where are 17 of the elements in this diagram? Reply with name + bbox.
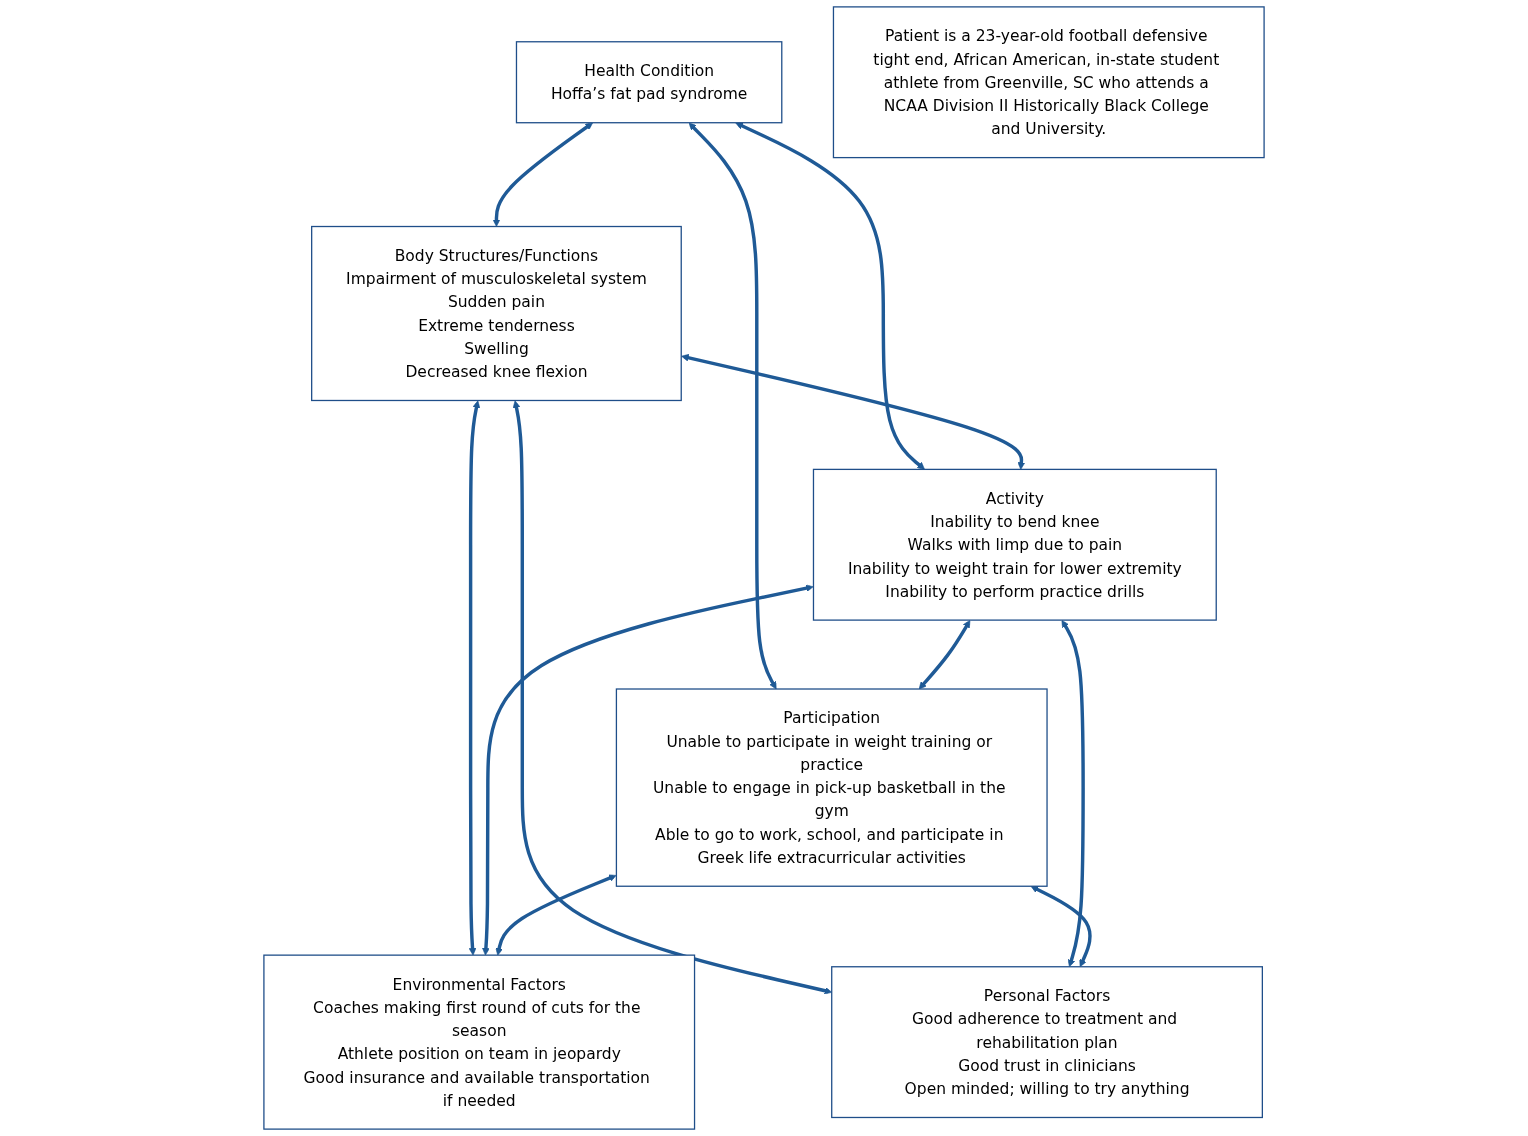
arrow — [468, 400, 481, 956]
arrow — [1061, 620, 1085, 968]
node-box: Participation Unable to participate in weight training or practice Unable to engage in pick-up basketball in the gym Able to go to work, school, and participate in Greek life extracurricular activities — [615, 688, 1048, 887]
arrow — [1030, 886, 1092, 968]
node-box: Health Condition Hoffa’s fat pad syndrome — [515, 41, 783, 124]
arrow — [482, 584, 814, 956]
arrow — [492, 122, 593, 227]
arrow — [688, 122, 777, 690]
arrow — [735, 122, 925, 470]
arrow — [681, 354, 1026, 470]
arrow — [495, 874, 617, 956]
arrow — [918, 620, 971, 690]
node-box: Environmental Factors Coaches making first round of cuts for the season Athlete position on team in jeopardy Good insurance and available transportation if needed — [263, 954, 696, 1130]
node-box: Activity Inability to bend knee Walks with limp due to pain Inability to weight train for lower extremity Inability to perform practice drills — [812, 468, 1217, 621]
node-box: Patient is a 23-year-old football defensive tight end, African American, in-state student athlete from Greenville, SC who attends a NCAA Division II Historically Black College and University. — [832, 6, 1265, 159]
node-box: Personal Factors Good adherence to treatment and rehabilitation plan Good trust in clinicians Open minded; willing to try anything — [831, 966, 1263, 1119]
node-box: Body Structures/Functions Impairment of musculoskeletal system Sudden pain Extreme tenderness Swelling Decreased knee flexion — [311, 225, 682, 402]
